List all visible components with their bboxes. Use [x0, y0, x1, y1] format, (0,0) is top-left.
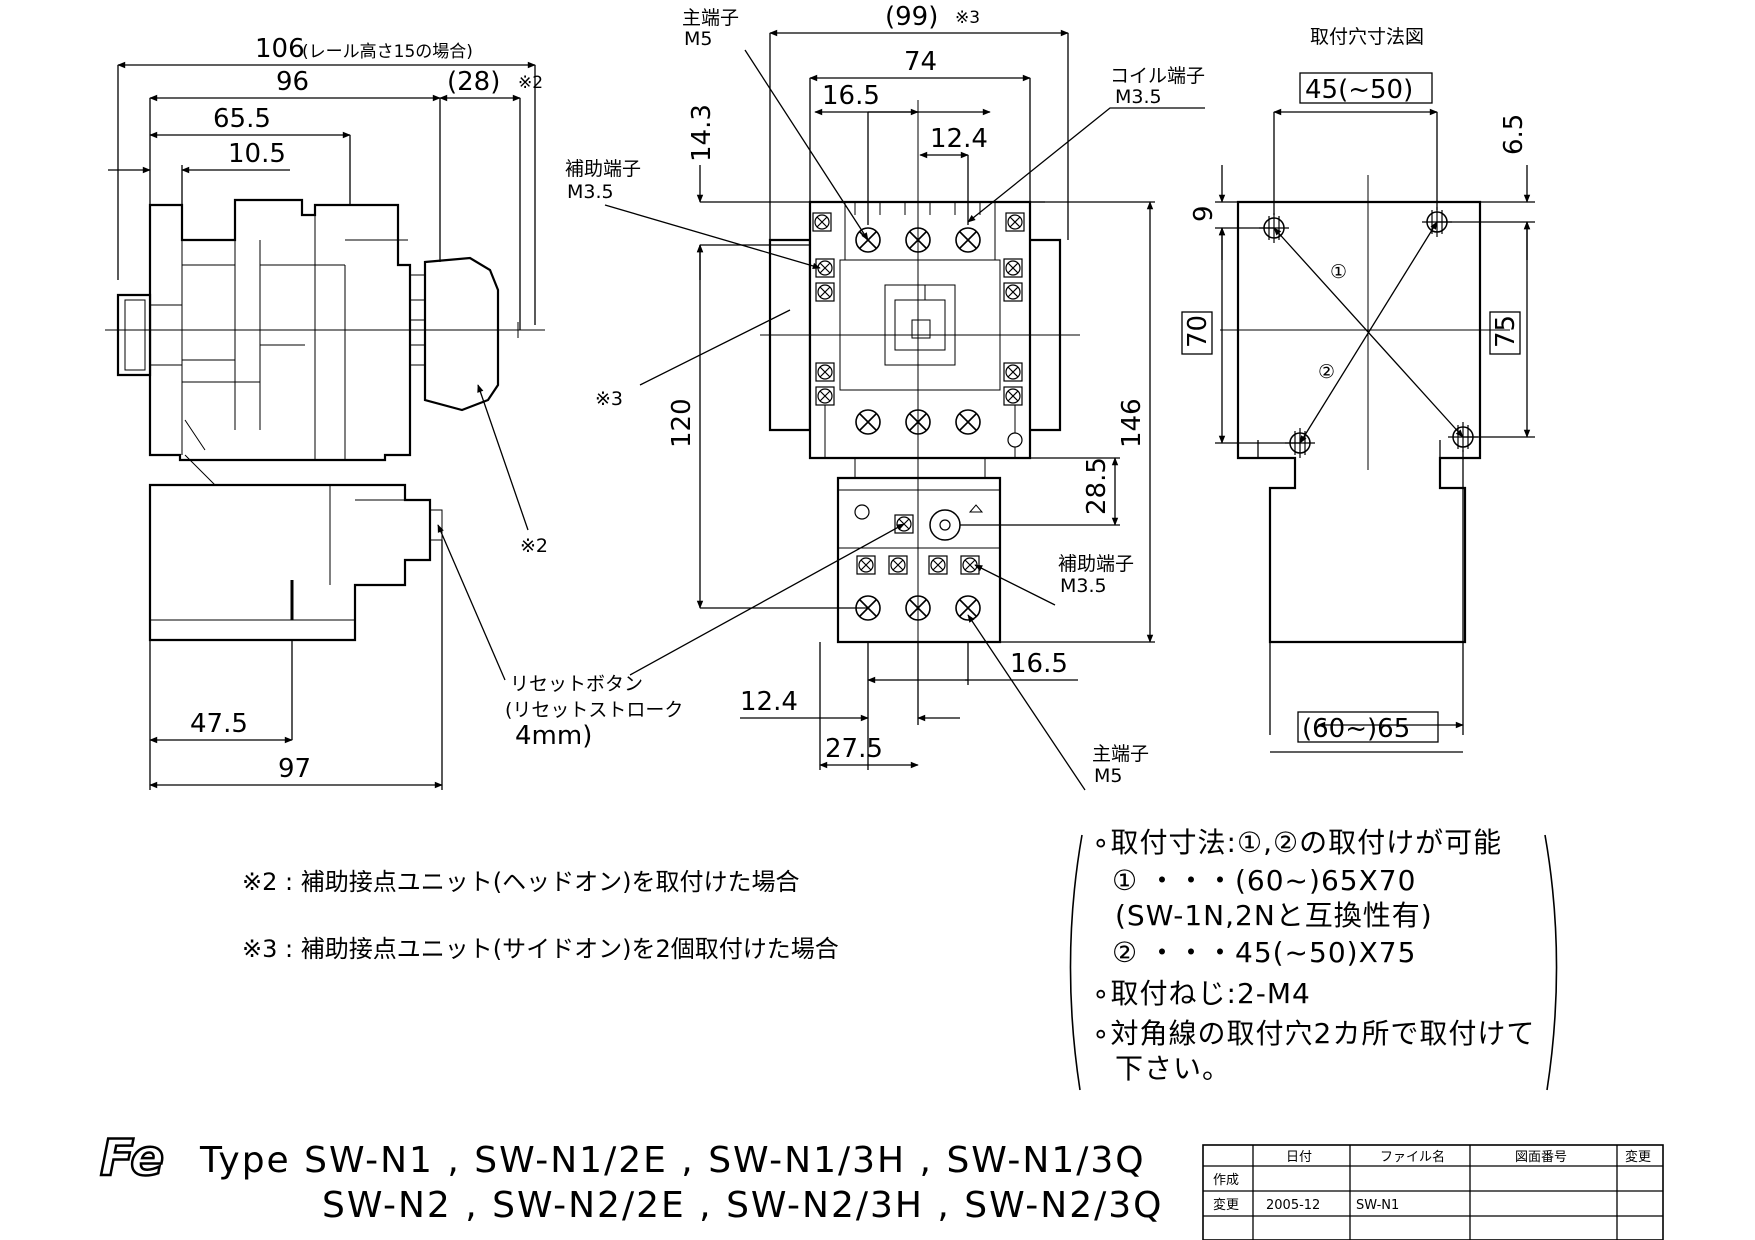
dim-16-5-top: 16.5: [822, 81, 880, 111]
dim-6-5: 6.5: [1499, 114, 1529, 155]
tb-header-date: 日付: [1286, 1150, 1312, 1165]
fe-logo: Fe: [100, 1129, 164, 1187]
dim-12-4-bottom: 12.4: [740, 687, 798, 717]
dim-12-4-top: 12.4: [930, 124, 988, 154]
spec-line-1: ∘取付寸法:①,②の取付けが可能: [1092, 826, 1502, 859]
dim-28-5: 28.5: [1082, 457, 1112, 515]
dim-96: 96: [276, 67, 309, 97]
spec-line-5: ∘取付ねじ:2-M4: [1092, 977, 1311, 1010]
aux-terminal-right-size: M3.5: [1060, 575, 1107, 597]
dim-74: 74: [904, 47, 937, 77]
main-terminal-bottom-label: 主端子: [1092, 743, 1149, 765]
dim-97: 97: [278, 754, 311, 784]
side-overload-relay: [148, 483, 432, 642]
dim-16-5-bottom: 16.5: [1010, 649, 1068, 679]
main-terminal-top-size: M5: [684, 28, 712, 50]
tb-row-created: 作成: [1213, 1173, 1239, 1188]
spec-line-7: 下さい。: [1115, 1052, 1231, 1085]
dim-60-65: (60~)65: [1302, 714, 1410, 744]
dim-47-5: 47.5: [190, 709, 248, 739]
coil-terminal-label: コイル端子: [1110, 65, 1205, 87]
coil-terminal-size: M3.5: [1115, 86, 1162, 108]
dim-106-note: (レール高さ15の場合): [302, 42, 473, 62]
aux-terminal-right-label: 補助端子: [1058, 553, 1134, 575]
side-aux-head-on-unit: [423, 256, 500, 412]
tb-header-change: 変更: [1625, 1149, 1651, 1165]
spec-line-3: (SW-1N,2Nと互換性有): [1115, 899, 1433, 932]
tb-row-changed: 変更: [1213, 1197, 1239, 1213]
dim-99: (99): [885, 2, 938, 32]
dim-28-mark: ※2: [518, 73, 543, 93]
dim-70: 70: [1183, 315, 1213, 348]
notes: ※2 : 補助接点ユニット(ヘッドオン)を取付けた場合 ※3 : 補助接点ユニッ…: [242, 868, 839, 963]
type-line-1: Type SW-N1 , SW-N1/2E , SW-N1/3H , SW-N1…: [199, 1140, 1146, 1181]
aux-terminal-left-label: 補助端子: [565, 158, 641, 180]
dim-75: 75: [1491, 315, 1521, 348]
aux-terminal-left-size: M3.5: [567, 181, 614, 203]
mount-outline: [1236, 200, 1482, 644]
dim-45-50: 45(~50): [1305, 75, 1413, 105]
hole-pattern-2-label: ②: [1318, 361, 1335, 383]
dim-27-5: 27.5: [825, 734, 883, 764]
spec-block: ∘取付寸法:①,②の取付けが可能 ① ・・・(60~)65X70 (SW-1N,…: [1069, 826, 1558, 1091]
hole-pattern-1-label: ①: [1330, 261, 1347, 283]
callout-aux-side-on: ※3: [595, 388, 623, 410]
dim-14-3: 14.3: [687, 104, 717, 162]
dim-9: 9: [1189, 205, 1219, 222]
front-view: (99) ※3 74 16.5 12.4 14.3 120 146 28.5 1…: [565, 2, 1205, 791]
dim-120: 120: [667, 398, 697, 448]
dim-106: 106: [255, 34, 305, 64]
dim-28: (28): [447, 67, 500, 97]
type-line-2: SW-N2 , SW-N2/2E , SW-N2/3H , SW-N2/3Q: [322, 1185, 1164, 1226]
dim-65-5: 65.5: [213, 104, 271, 134]
spec-line-6: ∘対角線の取付穴2カ所で取付けて: [1092, 1017, 1535, 1050]
dim-146: 146: [1117, 398, 1147, 448]
reset-stroke-label: (リセットストローク: [505, 699, 683, 721]
spec-line-4: ② ・・・45(~50)X75: [1112, 936, 1416, 969]
note-head-on: ※2 : 補助接点ユニット(ヘッドオン)を取付けた場合: [242, 868, 799, 896]
main-terminal-bottom-size: M5: [1094, 765, 1122, 787]
note-side-on: ※3 : 補助接点ユニット(サイドオン)を2個取付けた場合: [242, 935, 839, 963]
main-terminal-top-label: 主端子: [682, 7, 739, 29]
dim-10-5: 10.5: [228, 139, 286, 169]
title-block: 日付 ファイル名 図面番号 変更 作成 変更 2005-12 SW-N1: [1202, 1144, 1664, 1240]
reset-button-label: リセットボタン: [510, 673, 643, 695]
tb-changed-file: SW-N1: [1356, 1198, 1399, 1213]
type-line: Fe Type SW-N1 , SW-N1/2E , SW-N1/3H , SW…: [99, 1128, 1164, 1226]
side-view: 106 (レール高さ15の場合) 96 (28) ※2 65.5 10.5 47…: [105, 34, 683, 790]
mount-view: 取付穴寸法図 45(~50) 6.5 9 70 75 (60~)65 ① ②: [1181, 26, 1535, 753]
dim-99-mark: ※3: [955, 8, 980, 28]
tb-header-drawing-no: 図面番号: [1515, 1150, 1567, 1165]
spec-line-2: ① ・・・(60~)65X70: [1112, 864, 1416, 897]
tb-header-file: ファイル名: [1380, 1149, 1445, 1165]
reset-stroke-value: 4mm): [515, 721, 592, 751]
mount-title: 取付穴寸法図: [1310, 26, 1424, 48]
tb-changed-date: 2005-12: [1266, 1198, 1320, 1213]
callout-aux-head-on: ※2: [520, 535, 548, 557]
